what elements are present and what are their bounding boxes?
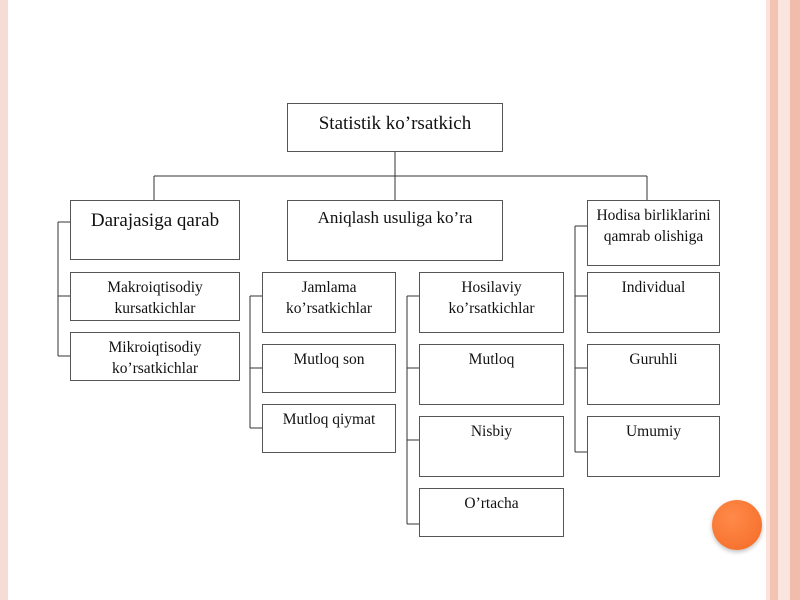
- right-decor-border: [766, 0, 800, 600]
- root-box: Statistik ko’rsatkich: [287, 103, 503, 152]
- guruhli-label: Guruhli: [629, 351, 678, 368]
- individual-box: Individual: [587, 272, 720, 333]
- mikro-label: Mikroiqtisodiy ko’rsatkichlar: [108, 339, 202, 377]
- makro-box: Makroiqtisodiy kursatkichlar: [70, 272, 240, 321]
- branch-darajasiga-box: Darajasiga qarab: [70, 200, 240, 260]
- mutloq-box: Mutloq: [419, 344, 564, 405]
- ortacha-label: O’rtacha: [464, 495, 519, 512]
- guruhli-box: Guruhli: [587, 344, 720, 405]
- left-decor-border: [0, 0, 8, 600]
- slide-nav-dot[interactable]: [712, 500, 762, 550]
- branch-hodisa-box: Hodisa birliklarini qamrab olishiga: [587, 200, 720, 266]
- nisbiy-label: Nisbiy: [470, 423, 513, 440]
- hosilaviy-label: Hosilaviy ko’rsatkichlar: [448, 279, 535, 317]
- branch-hodisa-label: Hodisa birliklarini qamrab olishiga: [596, 207, 711, 245]
- mutloq-qiymat-box: Mutloq qiymat: [262, 404, 396, 453]
- branch-darajasiga-label: Darajasiga qarab: [90, 210, 220, 231]
- mutloq-son-box: Mutloq son: [262, 344, 396, 393]
- jamlama-label: Jamlama ko’rsatkichlar: [285, 279, 373, 317]
- branch-aniqlash-label: Aniqlash usuliga ko’ra: [317, 208, 473, 227]
- makro-label: Makroiqtisodiy kursatkichlar: [107, 279, 203, 317]
- mutloq-label: Mutloq: [468, 351, 515, 368]
- mutloq-qiymat-label: Mutloq qiymat: [282, 411, 376, 428]
- mutloq-son-label: Mutloq son: [293, 351, 365, 368]
- hosilaviy-box: Hosilaviy ko’rsatkichlar: [419, 272, 564, 333]
- root-label: Statistik ko’rsatkich: [318, 113, 472, 134]
- nisbiy-box: Nisbiy: [419, 416, 564, 477]
- umumiy-box: Umumiy: [587, 416, 720, 477]
- ortacha-box: O’rtacha: [419, 488, 564, 537]
- umumiy-label: Umumiy: [625, 423, 682, 440]
- mikro-box: Mikroiqtisodiy ko’rsatkichlar: [70, 332, 240, 381]
- jamlama-box: Jamlama ko’rsatkichlar: [262, 272, 396, 333]
- branch-aniqlash-box: Aniqlash usuliga ko’ra: [287, 200, 503, 261]
- individual-label: Individual: [621, 279, 686, 296]
